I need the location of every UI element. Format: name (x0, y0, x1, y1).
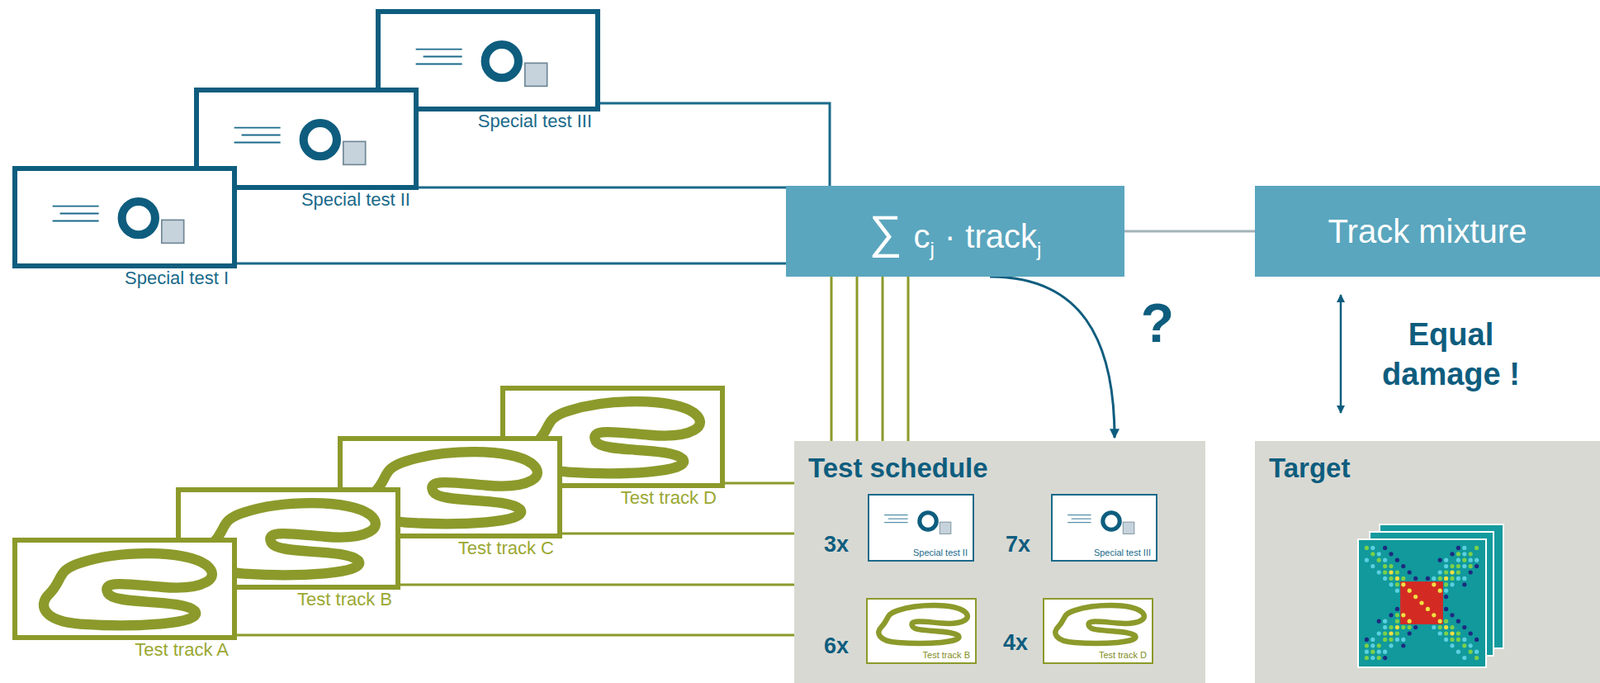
test-track-box: Test track A (12, 537, 237, 640)
special-test-box: Special test I (12, 165, 237, 269)
box-label: Test track D (620, 487, 717, 509)
thumbnail-label: Special test II (913, 547, 968, 558)
formula-term: track (965, 217, 1037, 256)
connector-line (400, 276, 857, 585)
connector-line (236, 262, 786, 266)
formula-term: · (944, 217, 956, 256)
schedule-panel: Test scheduleSpecial test II Special test… (794, 440, 1206, 683)
formula: ∑cj·trackj (869, 204, 1042, 259)
target-panel: Target (1254, 440, 1600, 683)
thumbnail-label: Test track D (1098, 649, 1147, 660)
multiplier: 7x (1005, 531, 1031, 558)
multiplier: 4x (1003, 629, 1028, 656)
box-label: Special test II (301, 189, 411, 211)
box-label: Test track C (458, 537, 554, 559)
box-label: Test track B (297, 588, 393, 611)
curved-arrow (989, 276, 1115, 438)
double-arrow (1339, 294, 1343, 413)
panel-heading: Target (1268, 452, 1350, 484)
thumbnail-label: Special test III (1093, 547, 1151, 558)
box-title: Track mixture (1328, 213, 1528, 251)
multiplier: 6x (823, 633, 849, 659)
sum-box: ∑cj·trackj (785, 185, 1125, 277)
panel-heading: Test schedule (808, 452, 989, 484)
schedule-thumbnail: Special test III (1050, 493, 1158, 562)
schedule-thumbnail: Special test II (867, 493, 975, 562)
mixture-box: Track mixture (1254, 185, 1600, 277)
schedule-thumbnail: Test track B (866, 597, 977, 664)
box-label: Test track A (134, 639, 229, 661)
damage-matrix (1351, 522, 1517, 672)
multiplier: 3x (823, 531, 849, 558)
sum-symbol: ∑ (869, 204, 903, 259)
schedule-thumbnail: Test track D (1042, 597, 1154, 664)
thumbnail-label: Test track B (923, 649, 971, 660)
box-label: Special test I (124, 267, 229, 289)
edge-label: Equal damage ! (1362, 315, 1540, 394)
connector-line (600, 103, 830, 186)
connector-line (1124, 230, 1255, 233)
box-label: Special test III (478, 110, 592, 133)
formula-term: c (913, 217, 931, 256)
connector-line (418, 186, 786, 190)
formula-term: j (930, 237, 935, 261)
formula-term: j (1036, 237, 1042, 261)
edge-label: ? (1132, 288, 1183, 358)
